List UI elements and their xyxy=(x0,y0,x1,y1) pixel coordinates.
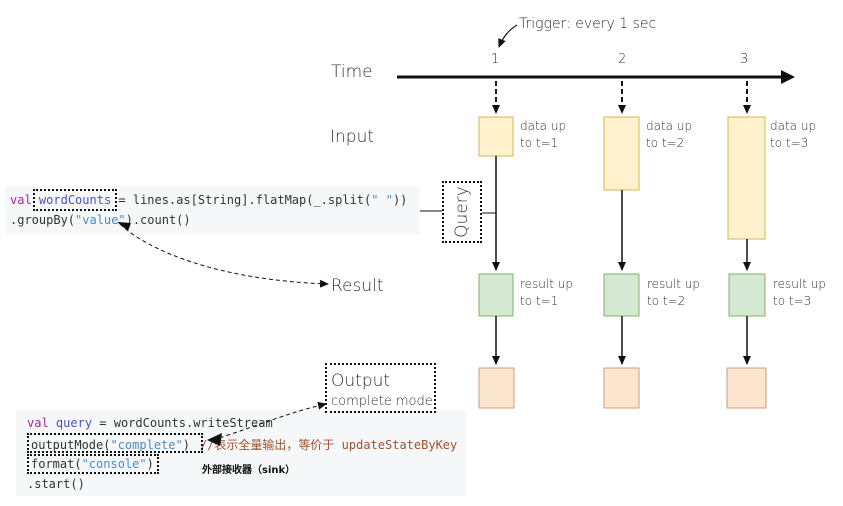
tick-label-3: 3 xyxy=(740,52,749,67)
code-line-1: val wordCounts = lines.as[String].flatMa… xyxy=(10,193,407,207)
trigger-label: Trigger: every 1 sec xyxy=(519,16,657,32)
code-line-1: val query = wordCounts.writeStream xyxy=(27,416,273,430)
code-line-4: .start() xyxy=(27,477,85,491)
code-text: format( xyxy=(31,457,82,471)
input-box-3 xyxy=(727,116,766,240)
time-axis-arrowhead xyxy=(781,70,795,84)
code-text: = wordCounts.writeStream xyxy=(92,416,273,430)
time-label: Time xyxy=(331,62,373,82)
outputmode-highlight xyxy=(27,433,203,453)
outputmode-output-link xyxy=(212,401,327,441)
query-box xyxy=(442,181,482,243)
wordcounts-result-link xyxy=(119,223,329,288)
output-box xyxy=(325,363,436,413)
result-box-2 xyxy=(603,273,640,317)
output-box-1 xyxy=(478,367,515,409)
variable-query: query xyxy=(55,416,93,430)
code-line-2: .groupBy("value").count() xyxy=(10,213,191,227)
format-highlight xyxy=(27,454,159,474)
input-box-1 xyxy=(478,116,514,157)
code-comment: //表示全量输出，等价于 updateStateByKey xyxy=(199,438,458,452)
output-box-3 xyxy=(726,367,767,409)
code-line-3: format("console") xyxy=(31,457,154,471)
code-text: ) xyxy=(182,438,190,452)
code-text: ).count() xyxy=(125,213,191,227)
code-string: "value" xyxy=(75,213,126,227)
trigger-arrow xyxy=(498,24,518,48)
input-box-2 xyxy=(603,116,640,191)
result-box-3 xyxy=(728,273,766,317)
sink-label: 外部接收器（sink） xyxy=(202,465,296,476)
code-block-query xyxy=(16,410,466,496)
code-string: " " xyxy=(371,193,393,207)
output-box-2 xyxy=(603,367,640,409)
output-mode-label: complete mode xyxy=(331,394,433,409)
keyword-val: val xyxy=(10,193,32,207)
wordcounts-start-arrow xyxy=(117,222,131,231)
keyword-val: val xyxy=(27,416,49,430)
code-line-2: outputMode("complete") //表示全量输出，等价于 updat… xyxy=(31,436,457,453)
input-label: Input xyxy=(330,127,375,147)
code-text: )) xyxy=(392,193,408,207)
variable-wordcounts: wordCounts xyxy=(38,193,112,207)
output-label: Output xyxy=(331,371,391,391)
code-string: "console" xyxy=(81,457,147,471)
code-text: ) xyxy=(146,457,154,471)
code-text: .start() xyxy=(27,477,85,491)
wordcounts-highlight xyxy=(33,189,117,211)
code-text: .groupBy( xyxy=(10,213,76,227)
result-box-1 xyxy=(478,273,514,317)
result-label: Result xyxy=(331,276,384,296)
code-string: "complete" xyxy=(110,438,183,452)
tick-label-1: 1 xyxy=(491,52,500,67)
outputmode-start-arrow xyxy=(207,433,222,446)
code-text: = lines.as[String].flatMap(_.split( xyxy=(111,193,372,207)
tick-label-2: 2 xyxy=(618,52,627,67)
code-text: outputMode( xyxy=(31,438,111,452)
